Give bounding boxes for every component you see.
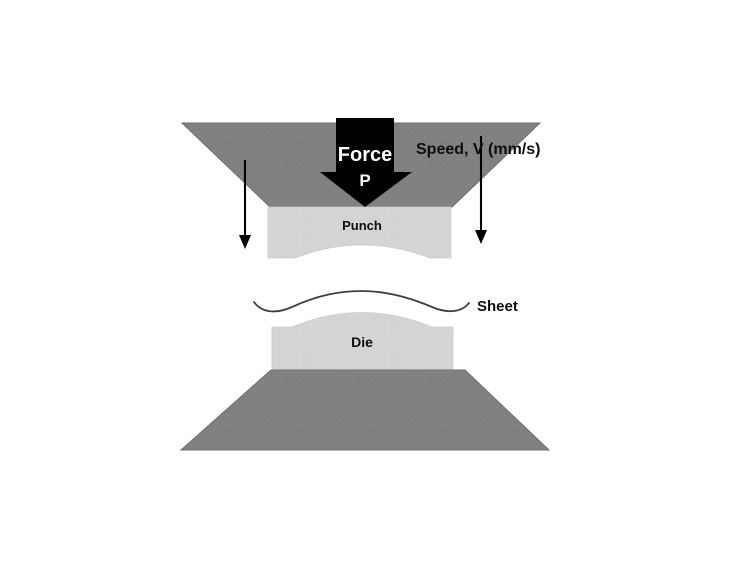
lower-base [179,369,551,451]
die-label: Die [351,334,373,350]
force-arrow [320,118,412,207]
sheet-profile-line [253,290,470,313]
force-arrow-shape [320,118,412,207]
die-block [271,312,454,370]
punch-block-texture [268,207,451,258]
force-label: Force [338,144,392,166]
speed-arrow-right [475,136,487,244]
speed-arrow-left-head [239,235,251,249]
punch-block [267,206,452,259]
force-symbol-label: P [359,171,370,190]
speed-arrow-left [239,160,251,249]
sheet-curve [253,290,470,313]
die-block-texture [272,312,453,369]
lower-base-texture [181,370,549,450]
speed-label: Speed, V (mm/s) [416,141,540,158]
punch-label: Punch [342,218,382,233]
sheet-label: Sheet [477,298,518,315]
speed-arrow-right-head [475,230,487,244]
